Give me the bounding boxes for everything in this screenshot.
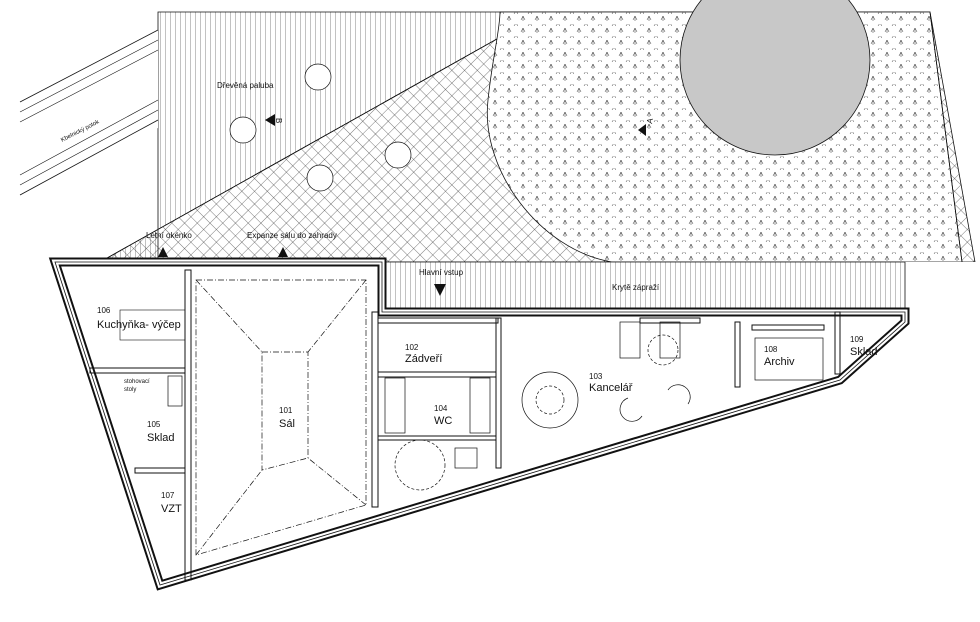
- kitchen-name: Kuchyňka- výčep: [97, 319, 181, 331]
- hall-ceiling: [195, 279, 367, 556]
- section-a-label: A: [645, 117, 655, 124]
- hall-name: Sál: [279, 418, 295, 430]
- hall-number: 101: [279, 406, 293, 415]
- section-b-label: B: [274, 118, 283, 123]
- office-number: 103: [589, 372, 603, 381]
- tree: [679, 0, 871, 156]
- office-furniture: [167, 321, 824, 491]
- building-outline: [48, 257, 910, 591]
- storage-105-number: 105: [147, 420, 161, 429]
- storage-105-note-1: stohovací: [124, 379, 150, 385]
- storage-109-name: Sklad: [850, 346, 878, 358]
- window-label: Letní okénko: [146, 231, 192, 240]
- interior-walls: [89, 269, 841, 581]
- vestibule-number: 102: [405, 343, 419, 352]
- archive-name: Archiv: [764, 356, 795, 368]
- storage-109-number: 109: [850, 335, 864, 344]
- office-name: Kancelář: [589, 382, 633, 394]
- wc-name: WC: [434, 415, 452, 427]
- wc-number: 104: [434, 404, 448, 413]
- vestibule-name: Zádveří: [405, 353, 442, 365]
- entrance-label: Hlavní vstup: [419, 268, 464, 277]
- storage-105-name: Sklad: [147, 432, 175, 444]
- porch-label: Krytě zápraží: [612, 283, 660, 292]
- kitchen-number: 106: [97, 306, 111, 315]
- expansion-label: Expanze sálu do zahrady: [247, 231, 337, 240]
- stream: [19, 29, 159, 205]
- garden-furniture: [229, 63, 412, 192]
- storage-105-note-2: stoly: [124, 387, 136, 393]
- vzt-number: 107: [161, 491, 175, 500]
- triangle-marker-icon: [158, 114, 646, 296]
- deck-label: Dřevěná paluba: [217, 81, 274, 90]
- vzt-name: VZT: [161, 503, 182, 515]
- archive-number: 108: [764, 345, 778, 354]
